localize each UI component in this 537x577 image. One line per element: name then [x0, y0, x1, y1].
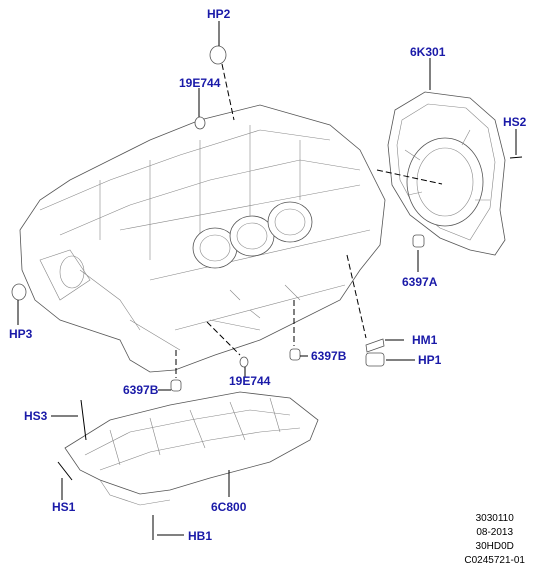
dowel-6397b-right: [289, 348, 301, 361]
callout-hs3[interactable]: HS3: [24, 409, 48, 423]
callout-6k301[interactable]: 6K301: [410, 45, 446, 59]
callout-6c800[interactable]: 6C800: [211, 500, 247, 514]
dowel-19e744-top: [194, 116, 206, 130]
reference-code: 30HD0D: [475, 541, 514, 552]
bolt-hs1: [57, 461, 73, 481]
plug-hp3: [11, 283, 27, 301]
callout-hm1[interactable]: HM1: [412, 333, 438, 347]
callout-hp2[interactable]: HP2: [207, 7, 231, 21]
small-parts: [11, 45, 523, 540]
rear-seal-carrier: [387, 91, 506, 256]
callout-hp1[interactable]: HP1: [418, 353, 442, 367]
callout-19e744-top[interactable]: 19E744: [179, 76, 221, 90]
callout-hs2[interactable]: HS2: [503, 115, 527, 129]
callout-19e744-bottom[interactable]: 19E744: [229, 374, 271, 388]
dowel-19e744-bottom: [239, 356, 249, 368]
callout-6397b-left[interactable]: 6397B: [123, 383, 159, 397]
dowel-6397b-left: [170, 379, 182, 392]
reference-number: 3030110: [475, 513, 514, 524]
reference-id: C0245721-01: [464, 555, 525, 566]
callout-6397a[interactable]: 6397A: [402, 275, 438, 289]
bolt-hs3: [80, 399, 87, 441]
dowel-6397a: [412, 234, 425, 248]
engine-block: [19, 104, 386, 373]
o-ring-hm1: [365, 338, 385, 353]
callout-hp3[interactable]: HP3: [9, 327, 33, 341]
bolt-hs2: [509, 156, 523, 159]
plug-hp2: [209, 45, 227, 65]
leader-lines: [17, 21, 517, 536]
plug-hp1: [365, 352, 385, 367]
callout-hs1[interactable]: HS1: [52, 500, 76, 514]
oil-pan: [64, 391, 319, 506]
reference-info: 3030110 08-2013 30HD0D C0245721-01: [464, 512, 525, 568]
callout-hb1[interactable]: HB1: [188, 529, 213, 543]
reference-date: 08-2013: [476, 527, 514, 538]
callout-6397b-right[interactable]: 6397B: [311, 349, 347, 363]
